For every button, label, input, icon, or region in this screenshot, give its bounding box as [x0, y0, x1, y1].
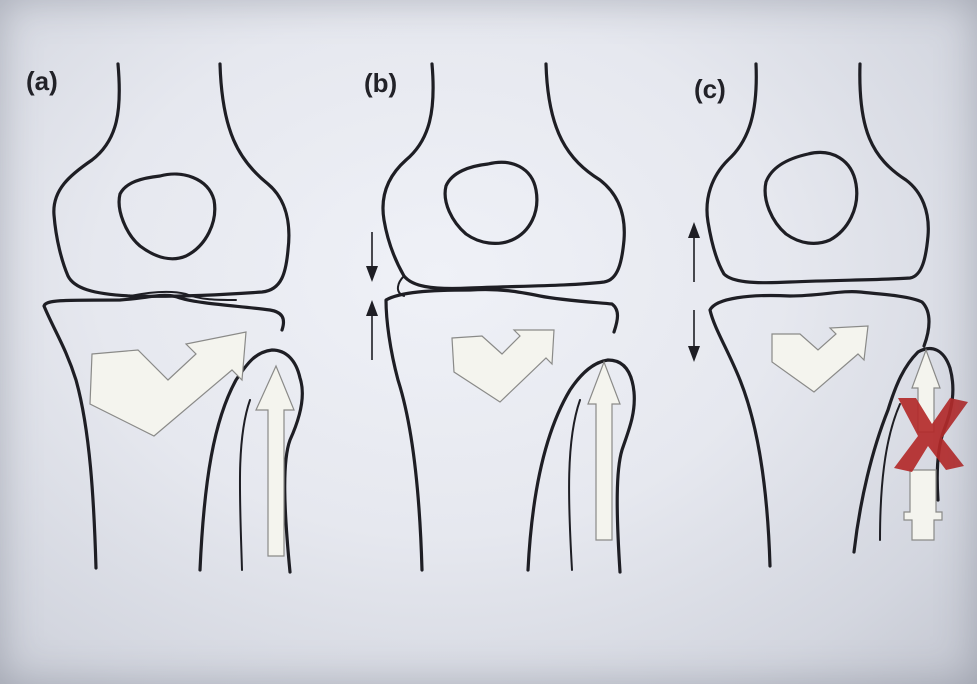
- vertical-arrow-a: [256, 366, 294, 556]
- panel-label-a: (a): [26, 66, 58, 97]
- tibia-outline-a: [44, 295, 284, 568]
- femur-outline-c: [707, 64, 928, 283]
- femur-outline-a: [54, 64, 289, 296]
- tibia-outline-c: [710, 292, 929, 566]
- femur-outline-b: [383, 64, 624, 289]
- panel-b-diagram: [366, 64, 634, 572]
- panel-label-c: (c): [694, 74, 726, 105]
- vertical-arrow-lower-c: [904, 470, 942, 540]
- chevron-arrow-b: [452, 330, 554, 402]
- panel-a-diagram: [44, 64, 302, 572]
- panel-label-b: (b): [364, 68, 397, 99]
- tibia-lateral-edge-b: [569, 400, 580, 570]
- compression-arrows-b: [366, 232, 378, 360]
- chevron-arrow-c: [772, 326, 868, 392]
- chevron-arrow-a: [90, 332, 246, 436]
- patella-outline-b: [445, 162, 537, 243]
- panel-c-diagram: [688, 64, 968, 566]
- fibula-outline-b: [528, 360, 634, 572]
- tibia-lateral-edge-a: [240, 400, 250, 570]
- distraction-arrows-c: [688, 222, 700, 362]
- tibia-outline-b: [386, 289, 618, 570]
- vertical-arrow-b: [588, 362, 620, 540]
- patella-outline-a: [119, 174, 215, 259]
- patella-outline-c: [765, 152, 857, 243]
